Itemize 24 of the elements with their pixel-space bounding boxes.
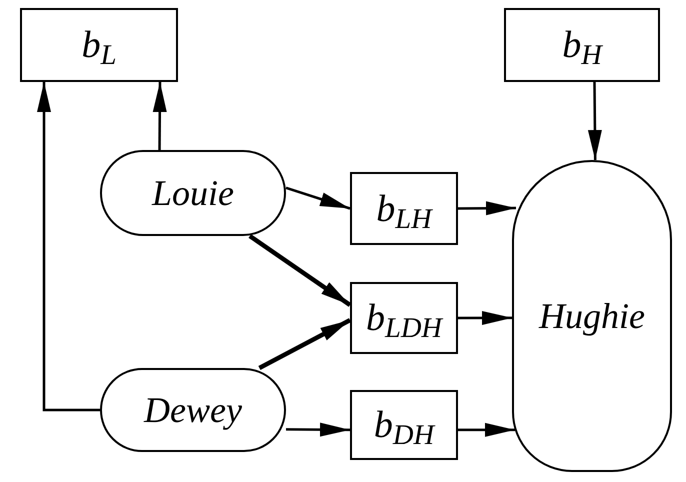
- node-label: b$_{LH}$: [376, 190, 432, 228]
- node-label: b$_{H}$: [562, 26, 602, 64]
- arrow: [258, 318, 352, 370]
- node-label: Louie: [152, 175, 234, 211]
- arrow: [37, 82, 100, 412]
- arrow: [152, 82, 167, 150]
- variable-box: [350, 172, 458, 245]
- arrow: [458, 201, 516, 216]
- variable-box: [350, 282, 458, 354]
- node-label: b$_{L}$: [82, 26, 116, 64]
- arrow: [286, 422, 350, 437]
- arrow: [458, 422, 515, 437]
- node-label: Hughie: [539, 298, 645, 334]
- variable-box: [350, 390, 458, 460]
- node-label: b$_{DH}$: [374, 406, 434, 444]
- node-label: b$_{LDH}$: [366, 299, 442, 337]
- arrow: [286, 186, 350, 210]
- variable-box: [504, 8, 660, 82]
- variable-box: [20, 8, 178, 82]
- arrow: [458, 310, 512, 325]
- rounded-node: [512, 160, 672, 472]
- arrow: [588, 82, 602, 160]
- node-label: Dewey: [144, 392, 242, 428]
- arrow: [248, 234, 352, 307]
